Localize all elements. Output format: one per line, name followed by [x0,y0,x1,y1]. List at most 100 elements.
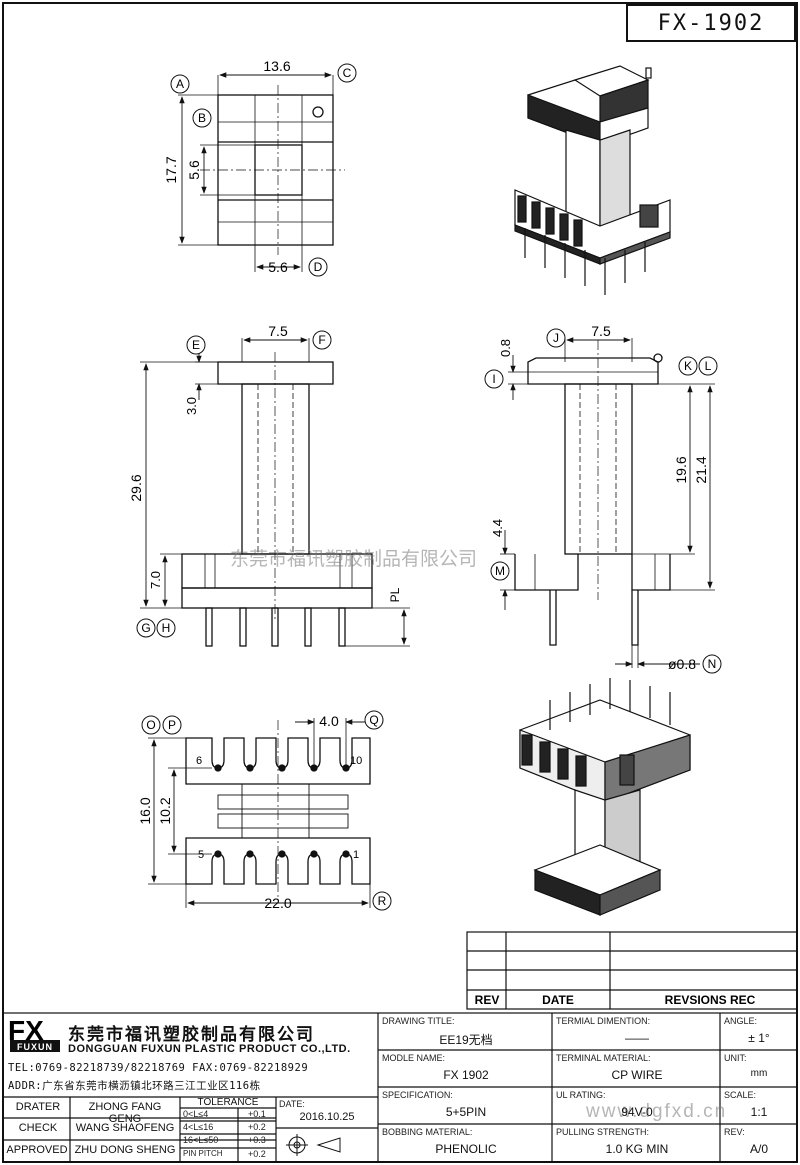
dim-top-center-width: 5.6 [268,259,288,275]
terminal-material-value: CP WIRE [611,1068,663,1082]
rev-header-date: DATE [542,993,574,1007]
tolerance-range-0: 0<L≤4 [183,1109,209,1119]
specification-value: 5+5PIN [445,1105,487,1119]
tolerance-value-3: +0.2 [248,1149,266,1159]
dim-top-center-height: 5.6 [186,160,202,180]
callout-c: C [343,66,352,80]
callout-p: P [168,718,176,732]
unit-value: mm [750,1068,768,1079]
watermark-company: 东莞市福讯塑胶制品有限公司 [230,548,478,570]
callout-b: B [198,111,206,125]
ul-rating-value: 94V-0 [621,1105,653,1119]
projection-symbol [286,1134,341,1156]
tolerance-title: TOLERANCE [197,1097,259,1108]
side-view [500,337,715,668]
callout-l: L [705,359,712,373]
callout-h: H [162,621,171,635]
drawing-title-value: EE19无档 [439,1033,493,1047]
dim-bottom-outer: 16.0 [137,797,153,824]
tolerance-value-0: +0.1 [248,1109,266,1119]
tolerance-value-2: +0.3 [248,1135,266,1145]
unit-label: UNIT: [724,1053,747,1063]
company-logo [10,1040,60,1052]
company-addr: ADDR:广东省东莞市横沥镇北环路三江工业区116栋 [8,1080,261,1092]
model-name-value: FX 1902 [443,1068,489,1082]
date-label: DATE: [279,1099,305,1109]
pin-label-10: 10 [350,755,362,767]
callout-d: D [314,260,323,274]
front-view [140,337,410,647]
dim-side-flange-top: 0.8 [498,339,513,357]
pin-label-6: 6 [196,755,202,767]
dim-bottom-row-spacing: 10.2 [157,797,173,824]
rev-header-records: REVSIONS REC [665,993,756,1007]
terminal-material-label: TERMINAL MATERIAL: [556,1053,651,1063]
logo-mark: FX [8,1015,44,1046]
ul-rating-label: UL RATING: [556,1090,606,1100]
isometric-view-top [514,65,671,295]
scale-label: SCALE: [724,1090,757,1100]
rev-header-rev: REV [475,993,500,1007]
pin-label-5: 5 [198,849,204,861]
dim-side-total-height: 21.4 [693,456,709,483]
callout-r: R [378,894,387,908]
dim-front-flange: 3.0 [184,397,199,415]
terminal-dimension-value: —— [625,1031,649,1045]
callout-q: Q [369,713,378,727]
isometric-view-bottom [519,678,691,916]
dim-front-base: 7.0 [148,571,163,589]
signoff-name-approved: ZHU DONG SHENG [74,1144,176,1156]
tolerance-value-1: +0.2 [248,1122,266,1132]
dim-bottom-pitch: 4.0 [319,713,339,729]
callout-n: N [708,657,717,671]
company-en-name: DONGGUAN FUXUN PLASTIC PRODUCT CO.,LTD. [68,1043,351,1055]
angle-label: ANGLE: [724,1016,758,1026]
logo-subtitle: FUXUN [17,1042,53,1052]
dim-top-width: 13.6 [263,58,290,74]
company-tel: TEL:0769-82218739/82218769 FAX:0769-8221… [8,1062,309,1074]
dim-front-height: 29.6 [128,474,144,501]
pulling-strength-label: PULLING STRENGTH: [556,1127,650,1137]
signoff-name-drater: ZHONG FANG GENG [88,1101,162,1125]
dim-front-width: 7.5 [268,323,288,339]
dim-side-width: 7.5 [591,323,611,339]
callout-a: A [176,77,184,91]
callout-e: E [192,338,200,352]
top-view [178,72,345,272]
signoff-role-approved: APPROVED [6,1144,68,1156]
dim-pin-diameter: ø0.8 [668,656,696,672]
terminal-dimension-label: TERMIAL DIMENTION: [556,1016,651,1026]
pulling-strength-value: 1.0 KG MIN [605,1142,669,1156]
signoff-role-drater: DRATER [15,1101,61,1113]
specification-label: SPECIFICATION: [382,1090,453,1100]
bottom-view [148,718,371,908]
watermark-site: www.dgfxd.cn [586,1101,728,1122]
callout-j: J [553,331,559,345]
dim-bottom-width: 22.0 [264,895,291,911]
callout-o: O [146,718,155,732]
callouts [136,63,722,911]
tolerance-range-2: 16<L≤50 [183,1135,219,1145]
scale-value: 1:1 [750,1105,768,1119]
dim-side-base: 4.4 [490,519,505,537]
callout-k: K [684,359,692,373]
signoff-role-check: CHECK [18,1122,58,1134]
dim-side-core-height: 19.6 [673,456,689,483]
tolerance-range-3: PIN PITCH [183,1149,223,1158]
drawing-number: FX-1902 [626,4,796,42]
revision-table [466,931,798,1010]
rev-label: REV: [724,1127,745,1137]
company-cn-name: 东莞市福讯塑胶制品有限公司 [68,1025,315,1045]
tolerance-range-1: 4<L≤16 [183,1122,214,1132]
callout-i: I [492,372,495,386]
angle-value: ± 1° [748,1031,770,1045]
callout-f: F [318,333,325,347]
callout-g: G [141,621,150,635]
bobbing-material-label: BOBBING MATERIAL: [382,1127,473,1137]
date-value: 2016.10.25 [299,1111,355,1123]
rev-value: A/0 [749,1142,768,1156]
bobbing-material-value: PHENOLIC [435,1142,497,1156]
dim-front-pin-length: PL [388,587,402,602]
